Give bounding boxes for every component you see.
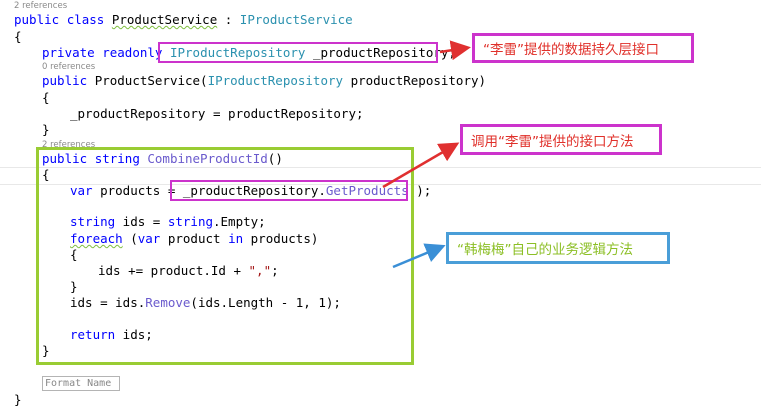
ids-append-line: ids += product.Id + ",";	[98, 263, 279, 278]
method-declaration: public string CombineProductId()	[42, 151, 283, 166]
arrow-call-to-callout	[382, 142, 460, 189]
current-line-highlight	[0, 167, 761, 185]
arrow-field-to-callout	[439, 40, 471, 61]
method-brace-close: }	[42, 343, 50, 358]
class-brace-open: {	[14, 29, 22, 44]
method-brace-open: {	[42, 167, 50, 182]
field-assignment: _productRepository = productRepository;	[70, 106, 364, 121]
foreach-brace-open: {	[70, 247, 78, 262]
foreach-line: foreach (var product in products)	[70, 231, 319, 246]
method-call-highlight-box	[170, 180, 408, 201]
callout-data-layer-interface: “李雷”提供的数据持久层接口	[472, 33, 694, 63]
business-method-box	[36, 147, 414, 365]
return-line: return ids;	[70, 327, 153, 342]
foreach-brace-close: }	[70, 279, 78, 294]
codelens-references[interactable]: 2 references	[14, 1, 68, 11]
field-declaration: private readonly IProductRepository _pro…	[42, 45, 456, 60]
constructor-declaration: public ProductService(IProductRepository…	[42, 73, 487, 88]
class-brace-close: }	[14, 392, 22, 407]
var-products-line: var products = _productRepository.GetPro…	[70, 183, 432, 198]
callout-call-interface-method: 调用“李雷”提供的接口方法	[460, 124, 662, 155]
field-highlight-box	[158, 42, 438, 63]
ctor-brace-close: }	[42, 122, 50, 137]
codelens-references[interactable]: 0 references	[42, 62, 96, 72]
ctor-brace-open: {	[42, 90, 50, 105]
ids-declaration: string ids = string.Empty;	[70, 214, 266, 229]
codelens-references[interactable]: 2 references	[42, 140, 96, 150]
ids-remove-line: ids = ids.Remove(ids.Length - 1, 1);	[70, 295, 341, 310]
format-name-box[interactable]: Format Name	[42, 376, 120, 391]
callout-business-logic-method: “韩梅梅”自己的业务逻辑方法	[446, 232, 670, 264]
class-declaration: public class ProductService : IProductSe…	[14, 12, 353, 27]
arrow-method-to-callout	[392, 243, 446, 269]
